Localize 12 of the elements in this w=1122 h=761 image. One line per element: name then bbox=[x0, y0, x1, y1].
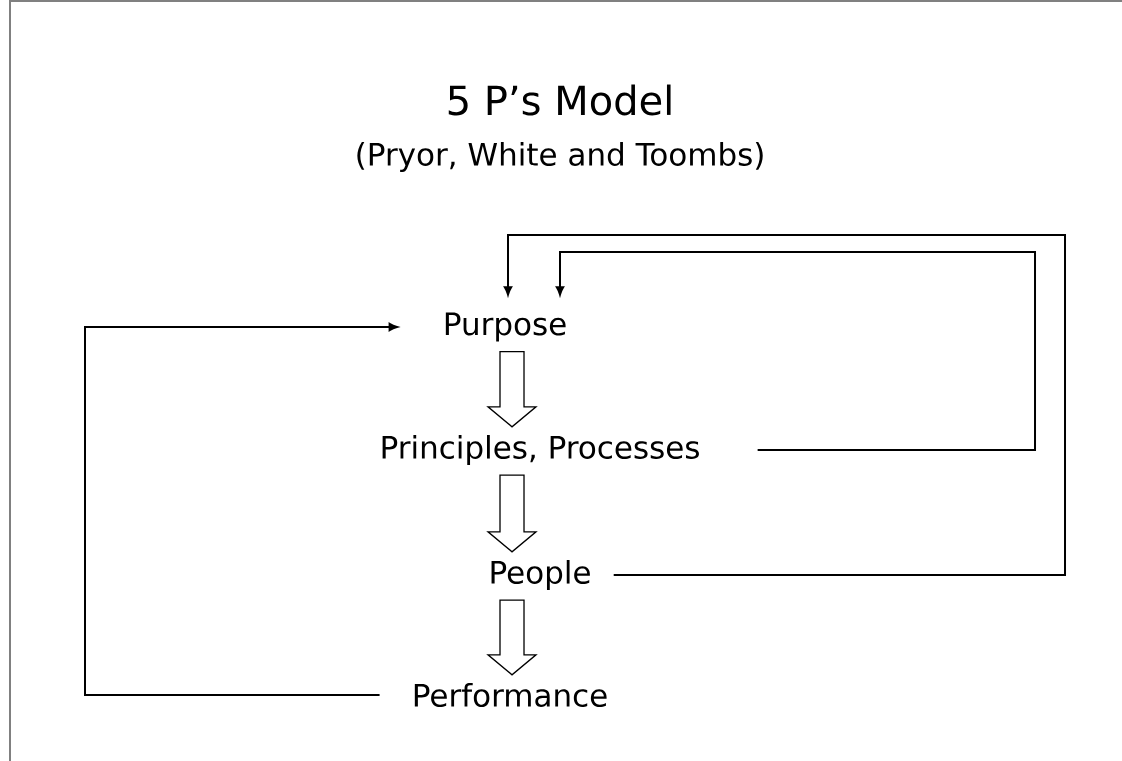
stage-label: Performance bbox=[414, 683, 607, 707]
feedback-arrow bbox=[555, 251, 1036, 451]
stage-label: Purpose bbox=[445, 312, 566, 342]
feedback-arrow bbox=[503, 234, 1066, 576]
stage-label: People bbox=[491, 560, 590, 590]
title: 5 P’s Model bbox=[448, 84, 671, 116]
block-arrow bbox=[486, 599, 538, 676]
stage-label: Principles, Processes bbox=[382, 435, 699, 465]
block-arrow bbox=[486, 351, 538, 428]
feedback-arrow bbox=[84, 322, 398, 696]
block-arrow bbox=[486, 474, 538, 553]
subtitle: (Pryor, White and Toombs) bbox=[357, 142, 763, 172]
